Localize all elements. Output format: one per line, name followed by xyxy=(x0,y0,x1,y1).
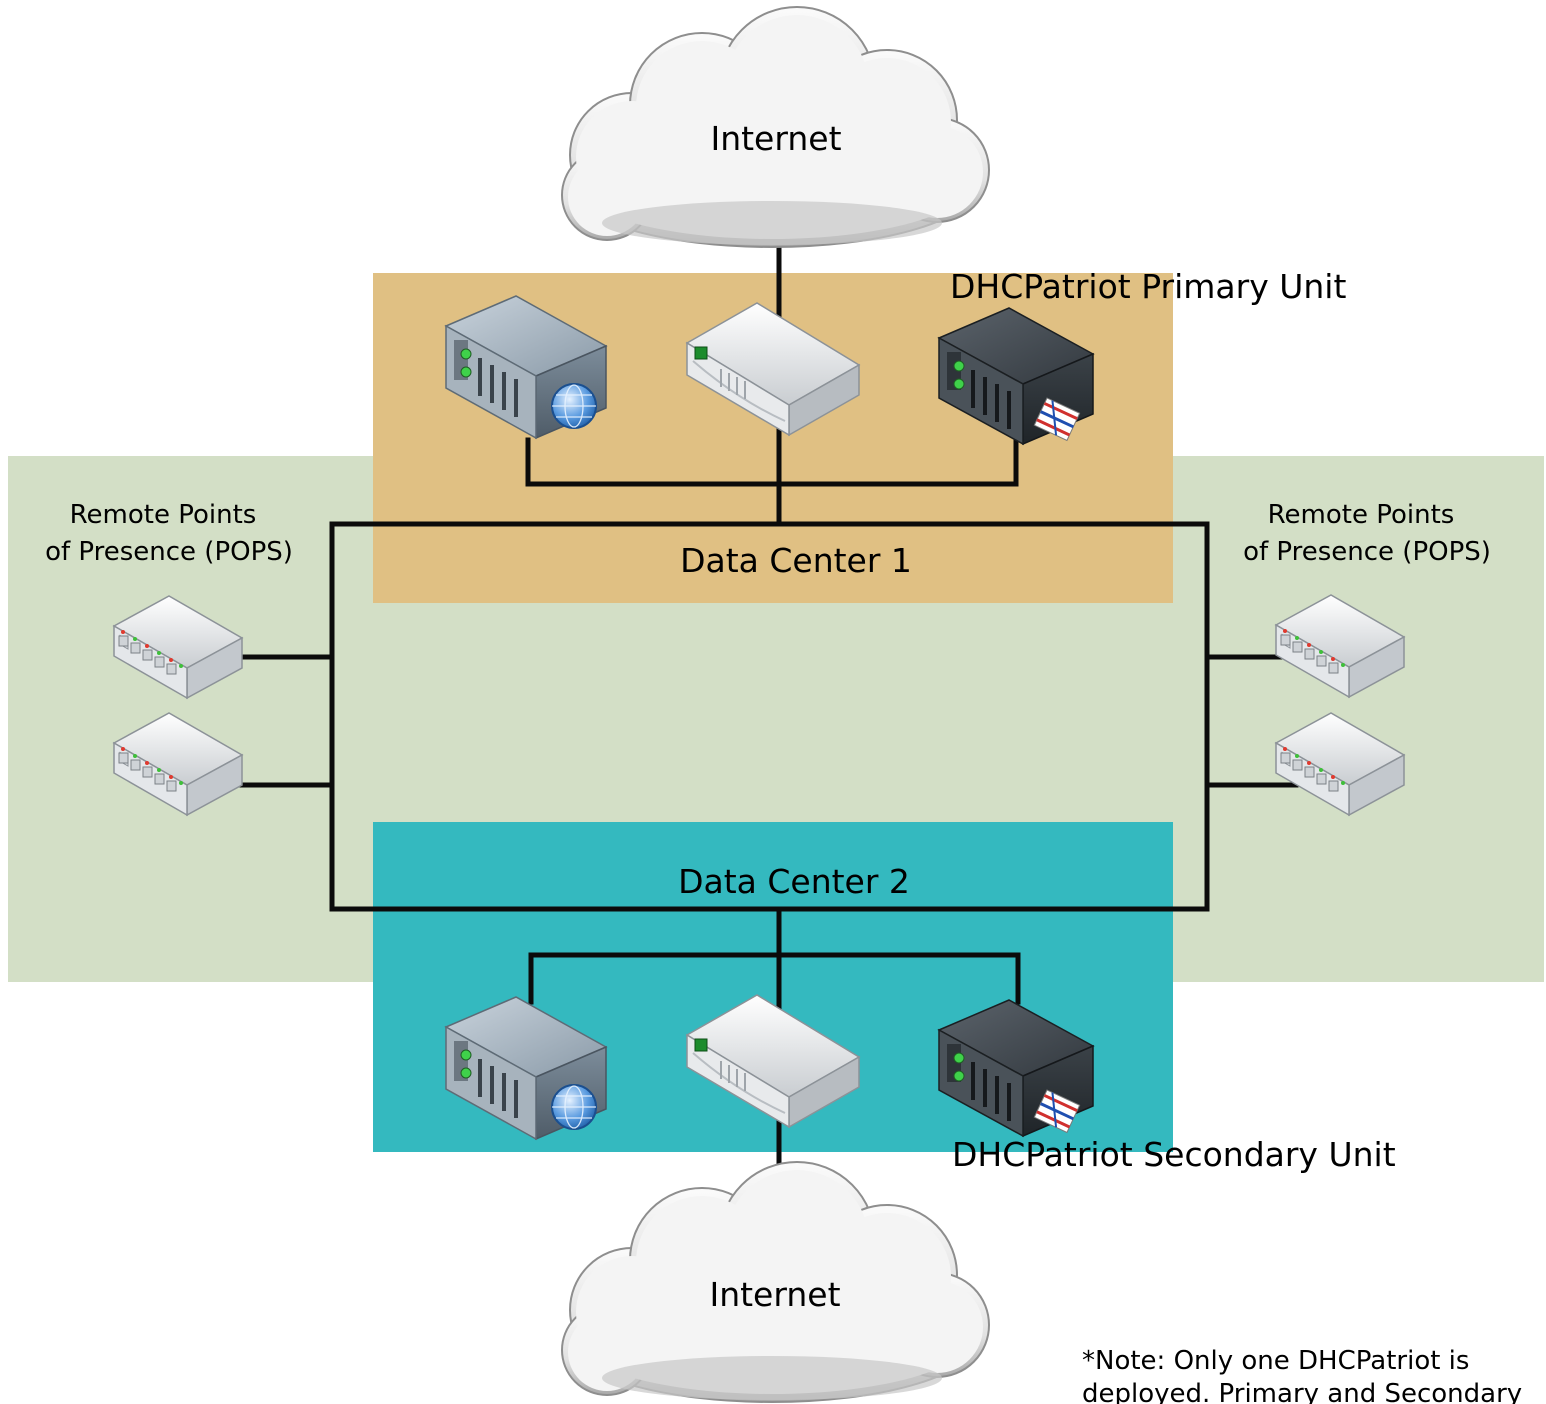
secondary-unit-label: DHCPatriot Secondary Unit xyxy=(952,1135,1396,1174)
pops-left-label-line2: of Presence (POPS) xyxy=(45,537,293,567)
pops-right-label-line2: of Presence (POPS) xyxy=(1243,537,1491,567)
data-center-1-label: Data Center 1 xyxy=(680,541,912,580)
primary-unit-label: DHCPatriot Primary Unit xyxy=(950,267,1346,306)
note-line-2: deployed. Primary and Secondary xyxy=(1082,1379,1522,1404)
pops-right-label-line1: Remote Points xyxy=(1268,500,1455,530)
internet-label-bottom: Internet xyxy=(709,1275,840,1314)
internet-label-top: Internet xyxy=(710,119,841,158)
data-center-2-label: Data Center 2 xyxy=(678,862,910,901)
note-line-1: *Note: Only one DHCPatriot is xyxy=(1082,1346,1469,1376)
pops-left-label-line1: Remote Points xyxy=(70,500,257,530)
